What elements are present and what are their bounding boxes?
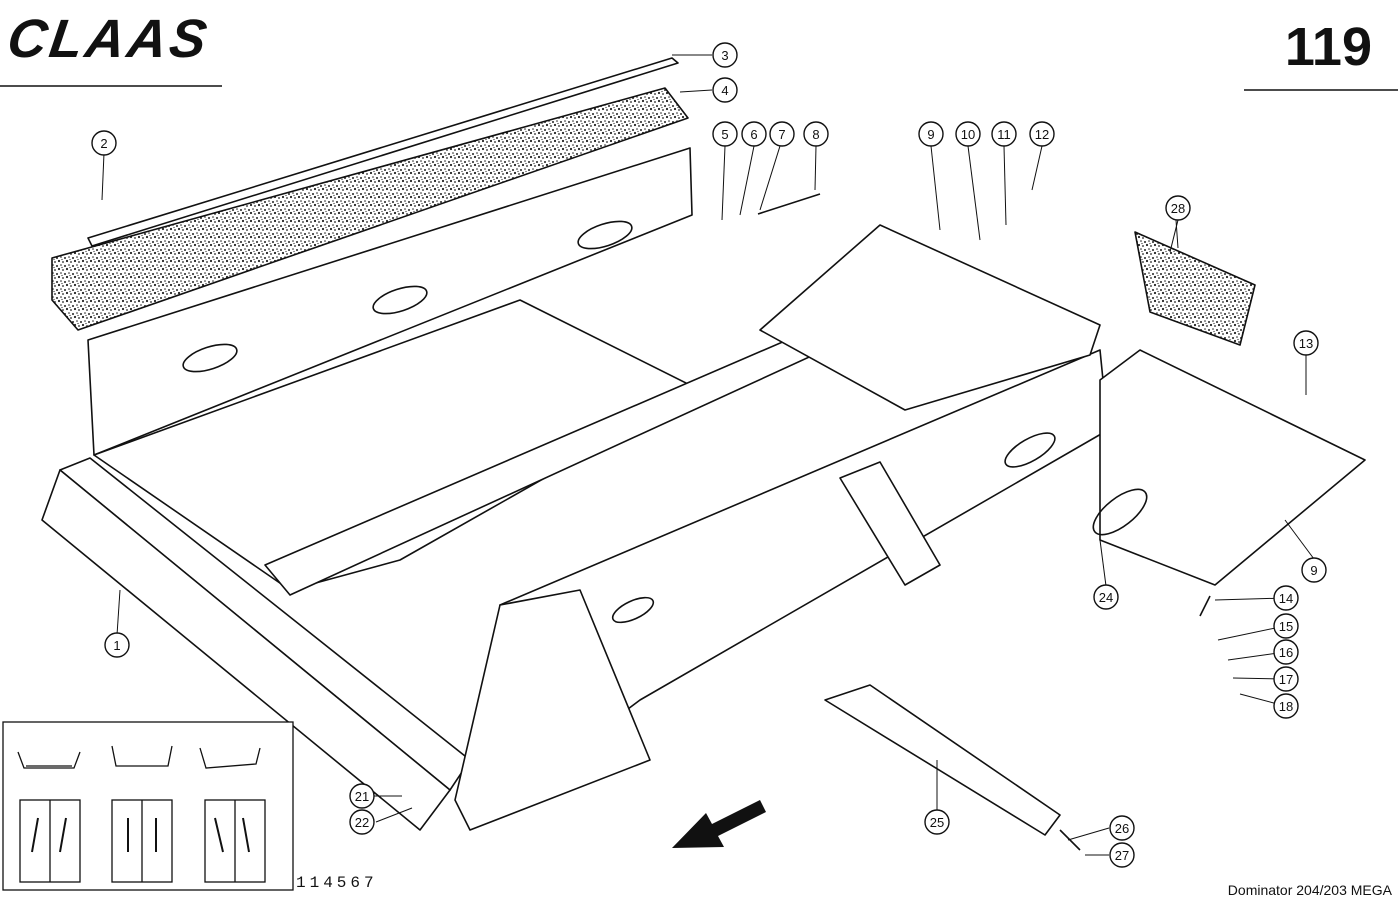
callout-9-top: 9 [927,127,934,142]
callout-12: 12 [1035,127,1049,142]
frame-linework [41,57,1366,851]
callout-16: 16 [1279,645,1293,660]
callout-circles [91,42,1327,868]
callout-22: 22 [355,815,369,830]
callout-14: 14 [1279,591,1293,606]
model-label: Dominator 204/203 MEGA [1227,882,1392,898]
callout-15: 15 [1279,619,1293,634]
callout-1: 1 [113,638,120,653]
callout-9-right: 9 [1310,563,1317,578]
callout-18: 18 [1279,699,1293,714]
callout-27: 27 [1115,848,1129,863]
callout-5: 5 [721,127,728,142]
callout-3: 3 [721,48,728,63]
callout-26: 26 [1115,821,1129,836]
callout-4: 4 [721,83,728,98]
callout-labels: 1 2 3 4 5 6 7 8 9 9 10 11 12 13 14 15 16… [100,48,1317,863]
callout-2: 2 [100,136,107,151]
callout-25: 25 [930,815,944,830]
callout-17: 17 [1279,672,1293,687]
callout-8: 8 [812,127,819,142]
drawing-number: 114567 [296,874,378,892]
callout-28: 28 [1171,201,1185,216]
callout-7: 7 [778,127,785,142]
callout-24: 24 [1099,590,1113,605]
callout-21: 21 [355,789,369,804]
variant-inset [2,721,294,891]
travel-direction-arrow-icon [672,800,766,848]
callout-13: 13 [1299,336,1313,351]
callout-6: 6 [750,127,757,142]
page-number: 119 [1284,17,1372,77]
callout-11: 11 [997,127,1011,142]
callout-10: 10 [961,127,975,142]
